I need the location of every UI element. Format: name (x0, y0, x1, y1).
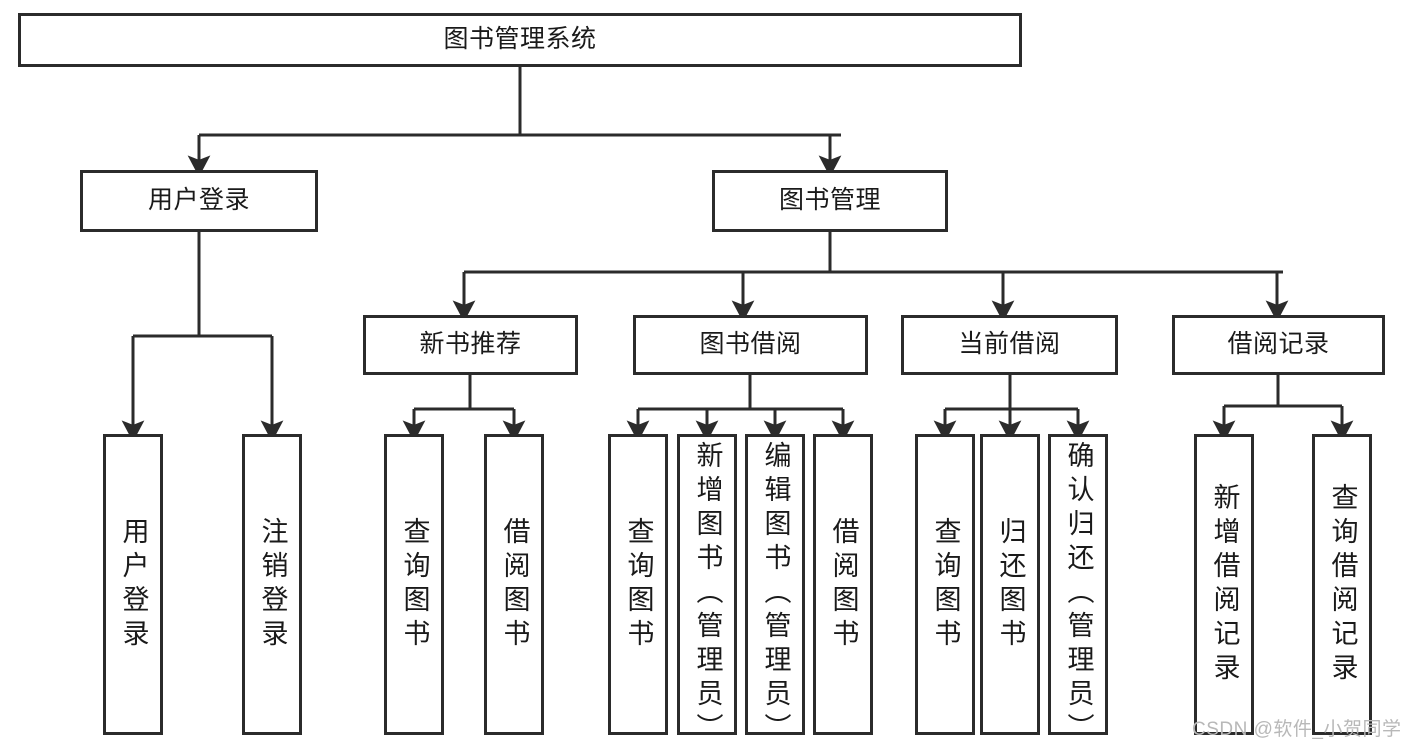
node-label: 查询图书 (399, 516, 430, 653)
leaf-current-return-book[interactable]: 归还图书 (980, 434, 1040, 735)
node-new-book-recommendation[interactable]: 新书推荐 (363, 315, 578, 375)
leaf-records-add-record[interactable]: 新增借阅记录 (1194, 434, 1254, 735)
node-label: 用户登录 (147, 186, 250, 215)
node-label: 查询图书 (930, 516, 961, 653)
node-label: 编辑图书（管理员） (760, 441, 791, 735)
leaf-newbook-query-book[interactable]: 查询图书 (384, 434, 444, 735)
leaf-borrow-add-book-admin[interactable]: 新增图书（管理员） (677, 434, 737, 735)
node-label: 注销登录 (257, 516, 288, 653)
node-label: 新增借阅记录 (1209, 482, 1240, 687)
node-label: 借阅记录 (1227, 330, 1330, 359)
node-label: 用户登录 (118, 516, 149, 653)
leaf-borrow-edit-book-admin[interactable]: 编辑图书（管理员） (745, 434, 805, 735)
node-label: 图书管理系统 (443, 25, 597, 54)
leaf-user-login[interactable]: 用户登录 (103, 434, 163, 735)
node-user-login[interactable]: 用户登录 (80, 170, 318, 232)
node-book-borrow[interactable]: 图书借阅 (633, 315, 868, 375)
node-root-book-management-system[interactable]: 图书管理系统 (18, 13, 1022, 67)
node-label: 查询图书 (623, 516, 654, 653)
node-label: 新增图书（管理员） (692, 441, 723, 735)
leaf-borrow-query-book[interactable]: 查询图书 (608, 434, 668, 735)
node-label: 借阅图书 (499, 516, 530, 653)
leaf-current-confirm-return-admin[interactable]: 确认归还（管理员） (1048, 434, 1108, 735)
node-borrow-records[interactable]: 借阅记录 (1172, 315, 1385, 375)
leaf-newbook-borrow-book[interactable]: 借阅图书 (484, 434, 544, 735)
node-label: 当前借阅 (958, 330, 1061, 359)
leaf-logout[interactable]: 注销登录 (242, 434, 302, 735)
node-label: 查询借阅记录 (1327, 482, 1358, 687)
leaf-records-query-record[interactable]: 查询借阅记录 (1312, 434, 1372, 735)
node-label: 借阅图书 (828, 516, 859, 653)
node-label: 图书借阅 (699, 330, 802, 359)
node-label: 归还图书 (995, 516, 1026, 653)
node-current-borrow[interactable]: 当前借阅 (901, 315, 1118, 375)
node-label: 确认归还（管理员） (1063, 441, 1094, 735)
leaf-current-query-book[interactable]: 查询图书 (915, 434, 975, 735)
node-label: 新书推荐 (419, 330, 522, 359)
node-label: 图书管理 (778, 186, 881, 215)
node-book-management[interactable]: 图书管理 (712, 170, 948, 232)
leaf-borrow-borrow-book[interactable]: 借阅图书 (813, 434, 873, 735)
